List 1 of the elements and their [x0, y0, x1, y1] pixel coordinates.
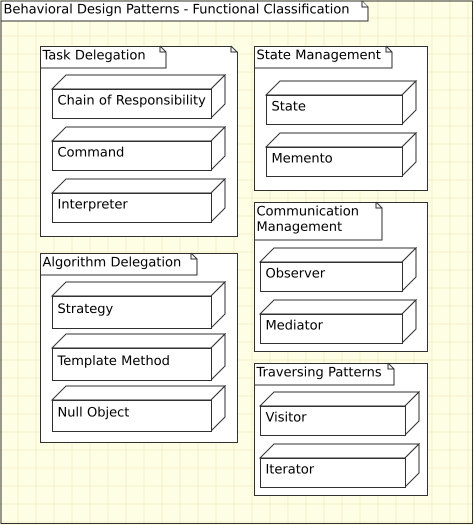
title-tab: Behavioral Design Patterns - Functional Classification: [0, 0, 368, 22]
